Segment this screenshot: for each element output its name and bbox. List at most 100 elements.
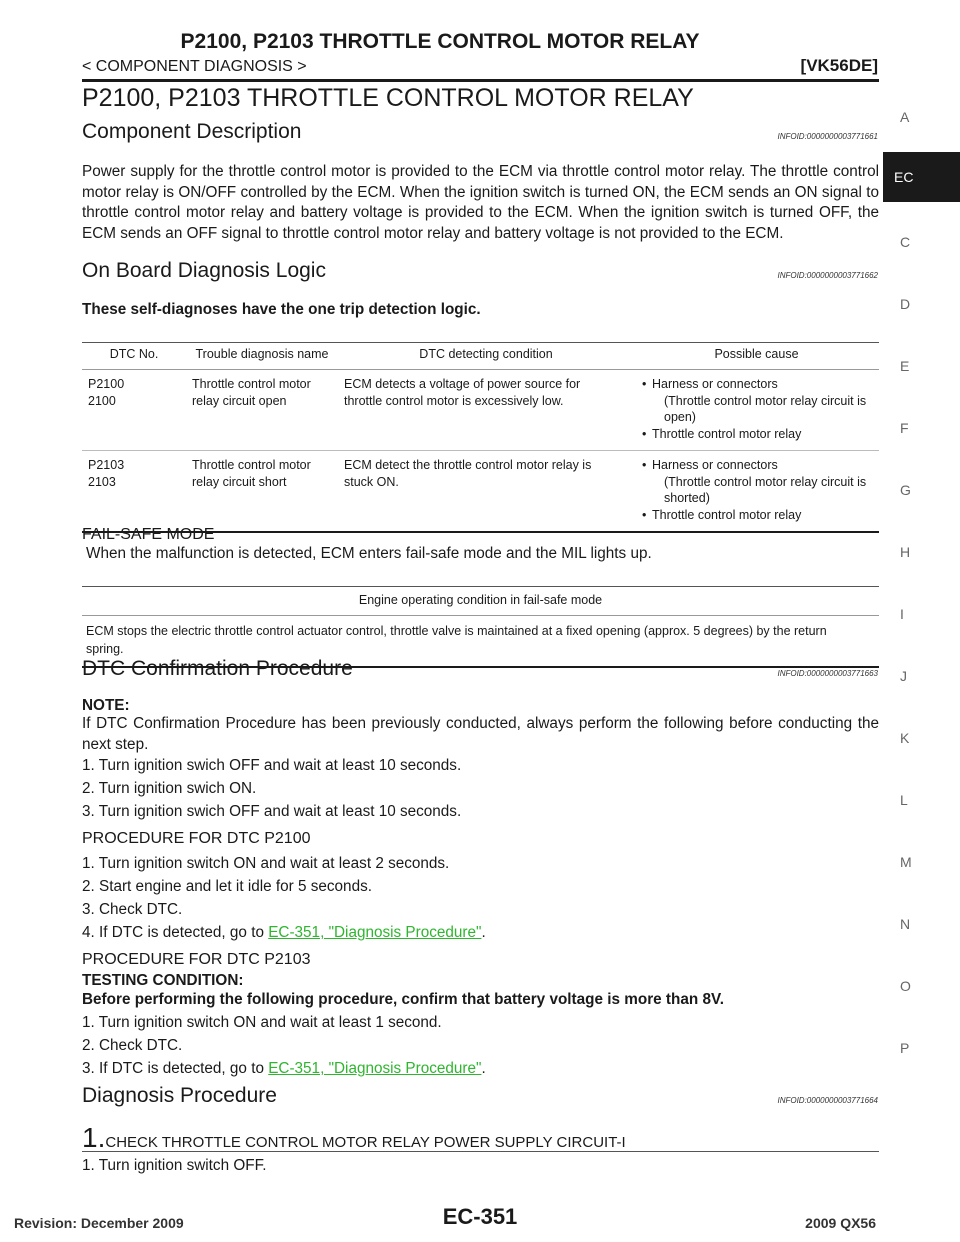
p2103-step-3-text: 3. If DTC is detected, go to: [82, 1060, 269, 1077]
component-description-text: Power supply for the throttle control mo…: [82, 163, 879, 242]
cause-detail: (Throttle control motor relay circuit is: [664, 474, 867, 489]
section-tab-m[interactable]: M: [900, 854, 912, 870]
dtc-code-alt: 2100: [88, 393, 116, 408]
page-title: P2100, P2103 THROTTLE CONTROL MOTOR RELA…: [82, 84, 694, 112]
one-trip-note: These self-diagnoses have the one trip d…: [82, 301, 481, 318]
obd-logic-heading: On Board Diagnosis Logic: [82, 259, 326, 282]
step-divider: [82, 1151, 879, 1152]
cause-cell: Harness or connectors (Throttle control …: [634, 450, 879, 533]
condition-cell: ECM detect the throttle control motor re…: [338, 450, 634, 533]
section-tab-ec-active[interactable]: EC: [883, 152, 960, 202]
cause-text: Harness or connectors: [652, 458, 778, 472]
name-line: relay circuit short: [192, 474, 287, 489]
breadcrumb: < COMPONENT DIAGNOSIS >: [82, 58, 307, 75]
testing-condition-label: TESTING CONDITION:: [82, 972, 244, 989]
section-tab-e[interactable]: E: [900, 358, 910, 374]
name-cell: Throttle control motor relay circuit shor…: [186, 450, 338, 533]
section-tab-i[interactable]: I: [900, 606, 904, 622]
section-tab-p[interactable]: P: [900, 1040, 910, 1056]
diagnosis-substep-1: 1. Turn ignition switch OFF.: [82, 1157, 267, 1174]
diagnosis-step-1-title: 1.CHECK THROTTLE CONTROL MOTOR RELAY POW…: [82, 1122, 626, 1154]
col-possible-cause: Possible cause: [634, 342, 879, 370]
section-tab-l[interactable]: L: [900, 792, 908, 808]
fail-safe-table: Engine operating condition in fail-safe …: [82, 586, 879, 668]
page-header-title: P2100, P2103 THROTTLE CONTROL MOTOR RELA…: [180, 30, 700, 53]
p2100-step-4: 4. If DTC is detected, go to EC-351, "Di…: [82, 924, 486, 942]
step-number: 1.: [82, 1122, 106, 1153]
p2103-step-1: 1. Turn ignition switch ON and wait at l…: [82, 1014, 442, 1031]
p2103-step-3: 3. If DTC is detected, go to EC-351, "Di…: [82, 1060, 486, 1078]
section-tab-h[interactable]: H: [900, 544, 911, 560]
cause-text: Throttle control motor relay: [652, 426, 802, 441]
model-code: [VK56DE]: [800, 56, 878, 75]
dtc-code: P2100: [88, 377, 125, 391]
col-dtc-no: DTC No.: [82, 342, 186, 370]
section-tab-c[interactable]: C: [900, 234, 911, 250]
fail-safe-heading: FAIL-SAFE MODE: [82, 526, 215, 543]
section-tab-n[interactable]: N: [900, 916, 911, 932]
p2103-step-2: 2. Check DTC.: [82, 1037, 183, 1054]
cause-detail: (Throttle control motor relay circuit is: [664, 393, 867, 408]
condition-cell: ECM detects a voltage of power source fo…: [338, 369, 634, 451]
dtc-code: P2103: [88, 458, 125, 472]
condition-line: ECM detect the throttle control motor re…: [344, 458, 592, 472]
proc-p2100-heading: PROCEDURE FOR DTC P2100: [82, 830, 311, 847]
name-line: Throttle control motor: [192, 458, 311, 472]
list-item: Throttle control motor relay: [640, 426, 873, 443]
page-number: EC-351: [442, 1204, 518, 1229]
proc-p2103-heading: PROCEDURE FOR DTC P2103: [82, 951, 311, 968]
p2100-step-2: 2. Start engine and let it idle for 5 se…: [82, 878, 372, 895]
component-description-heading: Component Description: [82, 120, 302, 143]
p2100-step-4-period: .: [481, 924, 486, 941]
revision-date: Revision: December 2009: [14, 1215, 184, 1231]
fail-safe-col-header: Engine operating condition in fail-safe …: [82, 586, 879, 616]
section-tab-k[interactable]: K: [900, 730, 910, 746]
confirm-step-3: 3. Turn ignition swich OFF and wait at l…: [82, 803, 462, 820]
cause-text: Harness or connectors: [652, 377, 778, 391]
header-divider: [82, 79, 879, 82]
dtc-cell: P2100 2100: [82, 369, 186, 451]
p2103-step-3-period: .: [481, 1060, 486, 1077]
testing-condition-text: Before performing the following procedur…: [82, 991, 725, 1008]
diagnosis-procedure-heading: Diagnosis Procedure: [82, 1084, 277, 1107]
section-tab-d[interactable]: D: [900, 296, 911, 312]
confirm-step-2: 2. Turn ignition swich ON.: [82, 780, 257, 797]
cause-cell: Harness or connectors (Throttle control …: [634, 369, 879, 451]
diagnosis-procedure-link[interactable]: EC-351, "Diagnosis Procedure": [268, 924, 482, 941]
condition-line: throttle control motor is excessively lo…: [344, 393, 564, 408]
fail-safe-cell: ECM stops the electric throttle control …: [82, 615, 879, 668]
infoid-obd-logic: INFOID:0000000003771662: [777, 271, 878, 280]
fail-safe-line: ECM stops the electric throttle control …: [86, 624, 827, 638]
cause-detail: open): [664, 410, 696, 424]
dtc-table-header: DTC No. Trouble diagnosis name DTC detec…: [82, 342, 879, 370]
section-tab-a[interactable]: A: [900, 109, 910, 125]
cause-list: Harness or connectors (Throttle control …: [640, 376, 873, 442]
vehicle-model: 2009 QX56: [805, 1215, 876, 1231]
section-tab-ec-label: EC: [894, 169, 914, 185]
p2100-step-1: 1. Turn ignition switch ON and wait at l…: [82, 855, 450, 872]
fail-safe-text: When the malfunction is detected, ECM en…: [86, 545, 652, 562]
cause-detail: shorted): [664, 491, 710, 505]
list-item: Harness or connectors (Throttle control …: [640, 376, 873, 426]
name-line: Throttle control motor: [192, 377, 311, 391]
p2100-step-3: 3. Check DTC.: [82, 901, 183, 918]
col-detecting-condition: DTC detecting condition: [338, 342, 634, 370]
diagnosis-procedure-link[interactable]: EC-351, "Diagnosis Procedure": [268, 1060, 482, 1077]
section-tab-g[interactable]: G: [900, 482, 911, 498]
cause-list: Harness or connectors (Throttle control …: [640, 457, 873, 523]
section-tab-j[interactable]: J: [900, 668, 907, 684]
list-item: Harness or connectors (Throttle control …: [640, 457, 873, 507]
note-label: NOTE:: [82, 697, 130, 714]
confirm-step-1: 1. Turn ignition swich OFF and wait at l…: [82, 757, 462, 774]
col-trouble-name: Trouble diagnosis name: [186, 342, 338, 370]
cause-text: Throttle control motor relay: [652, 507, 802, 522]
infoid-dtc-confirmation: INFOID:0000000003771663: [777, 669, 878, 678]
note-text: If DTC Confirmation Procedure has been p…: [82, 715, 879, 753]
section-tab-f[interactable]: F: [900, 420, 909, 436]
condition-line: ECM detects a voltage of power source fo…: [344, 377, 581, 391]
section-tab-o[interactable]: O: [900, 978, 911, 994]
